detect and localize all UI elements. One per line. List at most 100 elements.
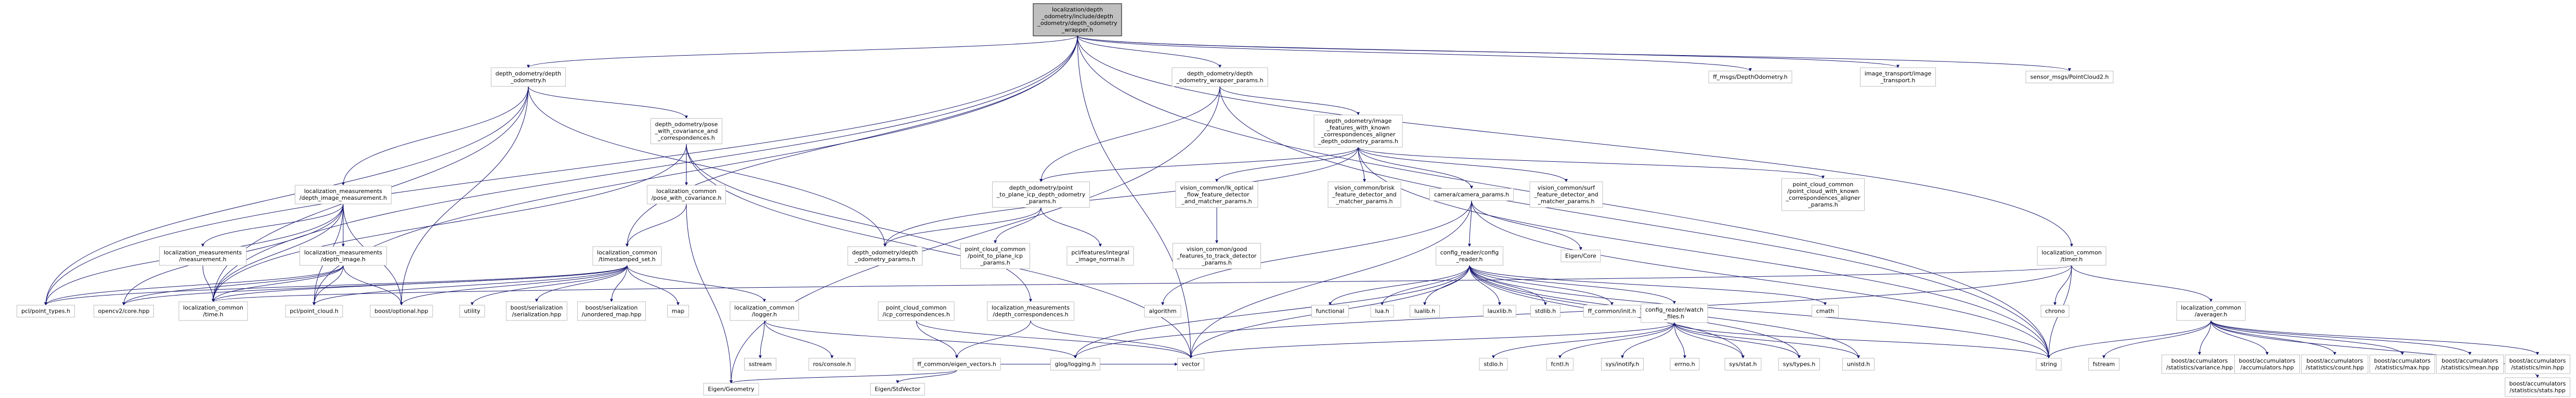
node-lc-timer[interactable]: localization_common/timer.h — [2037, 246, 2106, 266]
node-label-line: /logger.h — [752, 311, 777, 318]
edge-ifwkca-to-surf — [1358, 147, 1568, 183]
node-lua[interactable]: lua.h — [1370, 305, 1394, 317]
node-algorithm[interactable]: algorithm — [1144, 305, 1181, 317]
node-utility[interactable]: utility — [459, 305, 485, 317]
edge-lc-tss-to-pcl-types — [44, 265, 628, 306]
node-acc-mean[interactable]: boost/accumulators/statistics/mean.hpp — [2436, 354, 2504, 374]
node-inotify[interactable]: sys/inotify.h — [1601, 358, 1644, 370]
node-cfg-watch[interactable]: config_reader/watch_files.h — [1641, 303, 1708, 323]
node-fstream[interactable]: fstream — [2088, 358, 2119, 370]
node-acc-var[interactable]: boost/accumulators/statistics/variance.h… — [2162, 354, 2237, 374]
node-lm-dcorr[interactable]: localization_measurements/depth_correspo… — [987, 301, 1074, 321]
edge-root-to-ff-msgs — [1077, 35, 1752, 72]
node-functional[interactable]: functional — [1311, 305, 1349, 317]
node-ifwkca[interactable]: depth_odometry/image_features_with_known… — [1313, 114, 1403, 148]
node-ptp-icp[interactable]: depth_odometry/point_to_plane_icp_depth_… — [992, 182, 1090, 208]
node-chrono[interactable]: chrono — [2040, 305, 2070, 317]
node-lc-averager[interactable]: localization_common/averager.h — [2176, 301, 2246, 321]
edge-lc-tss-to-lc-logger — [627, 265, 766, 302]
node-pc2[interactable]: sensor_msgs/PointCloud2.h — [2025, 71, 2114, 83]
node-cfg-reader[interactable]: config_reader/config_reader.h — [1436, 246, 1503, 266]
node-fcntl[interactable]: fcntl.h — [1546, 358, 1573, 370]
node-pcc-ptp[interactable]: point_cloud_common/point_to_plane_icp_pa… — [960, 243, 1030, 269]
node-label-line: point_cloud_common — [965, 246, 1026, 253]
node-box — [1177, 358, 1204, 370]
node-pcc-icp-corr[interactable]: point_cloud_common/icp_correspondences.h — [878, 301, 955, 321]
node-label-line: localization_measurements — [992, 304, 1070, 311]
node-box — [848, 246, 922, 266]
node-acc-max[interactable]: boost/accumulators/statistics/max.hpp — [2370, 354, 2435, 374]
node-do-params[interactable]: depth_odometry/depth_odometry_params.h — [848, 246, 922, 266]
node-img-transport[interactable]: image_transport/image_transport.h — [1860, 67, 1936, 87]
node-do-h[interactable]: depth_odometry/depth_odometry.h — [491, 67, 566, 87]
node-box — [370, 305, 433, 317]
node-lc-tss[interactable]: localization_common/timestamped_set.h — [592, 246, 662, 266]
node-map[interactable]: map — [667, 305, 689, 317]
edge-cfg-watch-to-string — [1674, 322, 2050, 359]
node-box — [1641, 303, 1708, 323]
edge-root-to-lc-time — [212, 35, 1078, 302]
node-sys-stat[interactable]: sys/stat.h — [1724, 358, 1762, 370]
node-acc-main[interactable]: boost/accumulators/accumulators.hpp — [2234, 354, 2300, 374]
node-stdio[interactable]: stdio.h — [1479, 358, 1508, 370]
node-opencv[interactable]: opencv2/core.hpp — [94, 305, 154, 317]
node-bunord[interactable]: boost/serialization/unordered_map.hpp — [577, 301, 646, 321]
node-label-line: /statistics/count.hpp — [2306, 364, 2364, 371]
node-pcc-aligner[interactable]: point_cloud_common/point_cloud_with_know… — [1781, 178, 1865, 211]
node-ff-msgs[interactable]: ff_msgs/DepthOdometry.h — [1708, 71, 1792, 83]
node-acc-min[interactable]: boost/accumulators/statistics/min.hpp — [2505, 354, 2570, 374]
node-dowp-h[interactable]: depth_odometry/depth_odometry_wrapper_pa… — [1172, 67, 1268, 87]
node-box — [647, 185, 726, 204]
node-cmath[interactable]: cmath — [1812, 305, 1839, 317]
node-errno[interactable]: errno.h — [1670, 358, 1700, 370]
node-label-line: _image_normal.h — [1075, 256, 1125, 263]
node-unistd[interactable]: unistd.h — [1842, 358, 1875, 370]
node-glog[interactable]: glog/logging.h — [1050, 358, 1100, 370]
node-lm-dimg[interactable]: localization_measurements/depth_image.h — [300, 246, 387, 266]
node-lauxlib[interactable]: lauxlib.h — [1483, 305, 1516, 317]
node-label-line: _flow_feature_detector — [1183, 191, 1250, 198]
node-label-line: boost/optional.hpp — [374, 308, 428, 315]
node-brisk[interactable]: vision_common/brisk_feature_detector_and… — [1328, 182, 1401, 208]
node-good-feat[interactable]: vision_common/good_features_to_track_det… — [1173, 243, 1261, 269]
node-lualib[interactable]: lualib.h — [1410, 305, 1440, 317]
node-box — [2040, 305, 2070, 317]
node-boost-opt[interactable]: boost/optional.hpp — [370, 305, 433, 317]
node-surf[interactable]: vision_common/surf_feature_detector_and_… — [1529, 182, 1603, 208]
node-pcl-types[interactable]: pcl/point_types.h — [17, 305, 75, 317]
node-lc-time[interactable]: localization_common/time.h — [178, 301, 248, 321]
node-stdlib[interactable]: stdlib.h — [1530, 305, 1560, 317]
node-eigen-geom[interactable]: Eigen/Geometry — [703, 383, 759, 395]
node-acc-stats[interactable]: boost/accumulators/statistics/stats.hpp — [2505, 377, 2570, 397]
node-pose-cov-corr[interactable]: depth_odometry/pose_with_covariance_and_… — [650, 118, 722, 144]
node-cam-params[interactable]: camera/camera_params.h — [1429, 188, 1514, 201]
node-lc-pose-cov[interactable]: localization_common/pose_with_covariance… — [647, 185, 726, 204]
node-label-line: localization_common — [597, 249, 657, 256]
node-label-line: boost/accumulators — [2374, 357, 2431, 364]
node-eigen-stdvec[interactable]: Eigen/StdVector — [870, 383, 925, 395]
node-box — [960, 243, 1030, 269]
node-bser[interactable]: boost/serialization/serialization.hpp — [506, 301, 567, 321]
node-acc-count[interactable]: boost/accumulators/statistics/count.hpp — [2301, 354, 2369, 374]
node-label-line: _params.h — [1201, 260, 1231, 266]
node-box — [1479, 358, 1508, 370]
node-sstream[interactable]: sstream — [744, 358, 776, 370]
node-ffc-eigen[interactable]: ff_common/eigen_vectors.h — [913, 358, 1001, 370]
node-pcl-cloud[interactable]: pcl/point_cloud.h — [285, 305, 343, 317]
node-label-line: Eigen/StdVector — [875, 386, 920, 393]
node-lk[interactable]: vision_common/lk_optical_flow_feature_de… — [1175, 182, 1258, 208]
node-lm-meas[interactable]: localization_measurements/measurement.h — [159, 246, 246, 266]
edge-lm-dcorr-to-ffc-eigen — [955, 320, 1031, 359]
node-pcl-integral[interactable]: pcl/features/integral_image_normal.h — [1066, 246, 1134, 266]
node-box — [17, 305, 75, 317]
node-ff-init[interactable]: ff_common/init.h — [1583, 305, 1641, 317]
edge-lc-averager-to-acc-count — [2210, 320, 2336, 355]
node-root[interactable]: localization/depth_odometry/include/dept… — [1033, 3, 1122, 36]
node-lm-dim[interactable]: localization_measurements/depth_image_me… — [295, 185, 392, 204]
node-vector[interactable]: vector — [1177, 358, 1204, 370]
node-eigen-core[interactable]: Eigen/Core — [1560, 250, 1601, 262]
node-lc-logger[interactable]: localization_common/logger.h — [730, 301, 799, 321]
node-sys-types[interactable]: sys/types.h — [1778, 358, 1820, 370]
node-string[interactable]: string — [2036, 358, 2062, 370]
node-ros-console[interactable]: ros/console.h — [809, 358, 855, 370]
